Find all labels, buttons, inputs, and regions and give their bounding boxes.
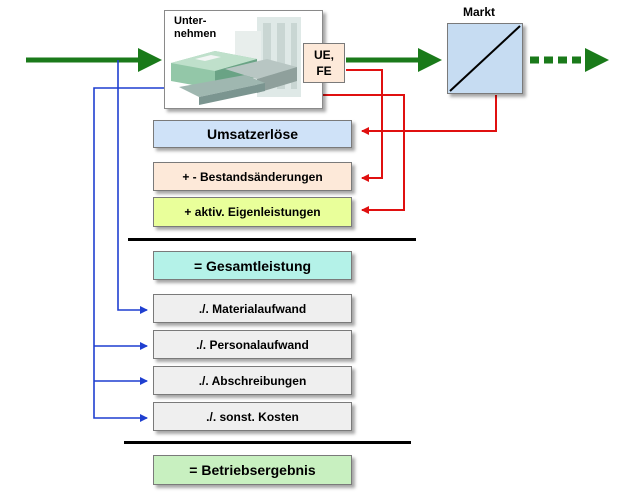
sum-rule-top <box>128 238 416 241</box>
company-label-line2: nehmen <box>174 28 217 40</box>
market-diagonal-icon <box>449 25 521 92</box>
bestandsaenderungen-box: + - Bestandsänderungen <box>153 162 352 191</box>
blue-expense-connectors <box>93 60 180 422</box>
green-market-arrow <box>346 48 442 72</box>
red-revenue-connectors <box>321 69 497 214</box>
company-box: Unter- nehmen <box>164 10 323 109</box>
eigenleistungen-box: + aktiv. Eigenleistungen <box>153 197 352 227</box>
ue-fe-line1: UE, <box>313 48 334 62</box>
materialaufwand-box: ./. Materialaufwand <box>153 294 352 323</box>
sonstige-kosten-box: ./. sonst. Kosten <box>153 402 352 431</box>
betriebsergebnis-box: = Betriebsergebnis <box>153 455 352 485</box>
company-label-line1: Unter- <box>174 15 207 27</box>
market-box <box>447 23 523 94</box>
company-label: Unter- nehmen <box>174 15 216 41</box>
umsatzerloese-box: Umsatzerlöse <box>153 120 352 148</box>
market-label: Markt <box>463 5 496 19</box>
factory-buildings-icon <box>171 17 301 105</box>
personalaufwand-box: ./. Personalaufwand <box>153 330 352 359</box>
ue-fe-line2: FE <box>316 64 332 78</box>
abschreibungen-box: ./. Abschreibungen <box>153 366 352 395</box>
gesamtleistung-box: = Gesamtleistung <box>153 251 352 280</box>
green-dashed-output-arrow <box>530 48 609 72</box>
green-input-arrow <box>26 48 162 72</box>
ue-fe-box: UE, FE <box>303 43 345 83</box>
sum-rule-bottom <box>124 441 411 444</box>
